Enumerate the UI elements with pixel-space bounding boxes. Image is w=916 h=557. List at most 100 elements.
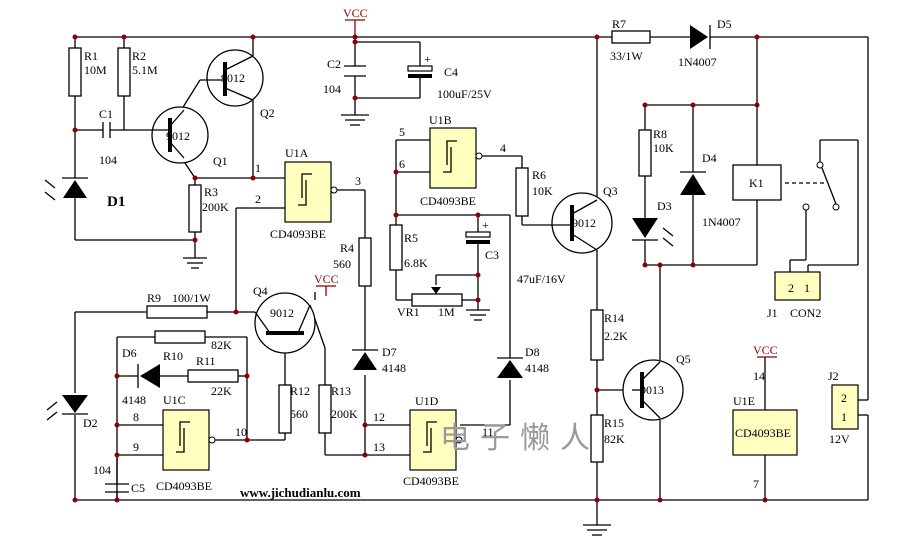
pin-9: 9	[133, 440, 139, 454]
r14-label: R14	[604, 311, 624, 325]
d1-photodiode	[44, 177, 88, 201]
u1c-gate	[162, 409, 216, 471]
q1-transistor	[150, 106, 209, 164]
d6-label: D6	[122, 346, 137, 360]
c3-capacitor: +	[465, 218, 491, 244]
d5-label: D5	[717, 17, 732, 31]
j2-value: 12V	[829, 432, 850, 446]
pin-5: 5	[399, 125, 405, 139]
d8-value: 4148	[525, 361, 549, 375]
r9-label: R9	[147, 291, 161, 305]
c3-value: 47uF/16V	[517, 272, 566, 286]
vr1-label: VR1	[397, 305, 420, 319]
svg-text:+: +	[482, 218, 489, 232]
j2-connector	[831, 384, 859, 430]
pin-6: 6	[399, 157, 405, 171]
r7-label: R7	[612, 17, 626, 31]
svg-text:+: +	[424, 52, 431, 66]
d6-diode	[137, 364, 160, 388]
q5-transistor	[622, 359, 684, 421]
r8-resistor	[638, 129, 652, 177]
q2-part: 9012	[221, 71, 245, 85]
r12-resistor	[278, 384, 292, 434]
r7-value: 33/1W	[610, 49, 643, 63]
r6-resistor	[515, 167, 529, 217]
u1a-label: U1A	[285, 146, 309, 160]
u1b-gate	[429, 127, 483, 189]
u1b-part: CD4093BE	[420, 194, 476, 208]
r3-label: R3	[204, 185, 218, 199]
pin-11: 11	[482, 425, 494, 439]
r5-resistor	[389, 224, 403, 271]
r2-value: 5.1M	[132, 63, 158, 77]
q4-transistor	[254, 292, 316, 354]
j1-pin1: 1	[804, 281, 810, 295]
q5-part: 9013	[640, 383, 664, 397]
u1e-label: U1E	[733, 394, 755, 408]
q3-part: 9012	[572, 216, 596, 230]
q3-transistor	[550, 192, 613, 254]
r3-value: 200K	[202, 200, 229, 214]
c4-label: C4	[444, 65, 458, 79]
d4-label: D4	[702, 151, 717, 165]
c5-value: 104	[93, 463, 111, 477]
r12-label: R12	[290, 384, 310, 398]
vcc-wires	[316, 19, 777, 358]
c5-capacitor	[105, 483, 129, 493]
r8-value: 10K	[653, 141, 674, 155]
d3-label: D3	[657, 199, 672, 213]
c4-capacitor: +	[407, 52, 433, 78]
q4-label: Q4	[253, 284, 268, 298]
website-text: www.jichudianlu.com	[240, 485, 361, 500]
r10-label: R10	[163, 349, 183, 363]
r13-value: 200K	[331, 407, 358, 421]
d4-value: 1N4007	[702, 215, 741, 229]
c2-capacitor	[344, 65, 366, 77]
d8-label: D8	[525, 345, 540, 359]
q1-part: 9012	[166, 129, 190, 143]
r12-value: 560	[290, 407, 308, 421]
u1a-gate	[284, 161, 338, 223]
d6-value: 4148	[122, 393, 146, 407]
r8-label: R8	[653, 127, 667, 141]
c1-label: C1	[99, 107, 113, 121]
vcc-label-top: VCC	[343, 6, 368, 20]
q3-label: Q3	[603, 184, 618, 198]
q2-label: Q2	[260, 106, 275, 120]
u1d-gate	[409, 409, 463, 471]
c2-label: C2	[327, 57, 341, 71]
r1-value: 10M	[84, 63, 107, 77]
j1-label: J1	[767, 306, 778, 320]
pin-8: 8	[133, 410, 139, 424]
d1-label: D1	[107, 194, 125, 210]
c3-label: C3	[485, 248, 499, 262]
c5-label: C5	[131, 481, 145, 495]
u1c-part: CD4093BE	[156, 479, 212, 493]
d2-label: D2	[83, 416, 98, 430]
u1a-part: CD4093BE	[270, 227, 326, 241]
r7-resistor	[611, 30, 651, 44]
c1-value: 104	[99, 153, 117, 167]
u1e-power-block	[732, 409, 798, 456]
r11-resistor	[187, 369, 239, 383]
d7-diode	[352, 349, 378, 370]
r9-value: 100/1W	[172, 291, 211, 305]
labels: VCC VCC VCC R1 10M R2 5.1M C1 104 D1 901…	[83, 6, 850, 500]
pin-13: 13	[373, 440, 385, 454]
r9-resistor	[146, 305, 208, 319]
j2-pin1: 1	[841, 410, 847, 424]
r1-resistor	[68, 47, 82, 97]
r4-resistor	[358, 237, 372, 287]
pin-1: 1	[255, 161, 261, 175]
pin-7: 7	[753, 477, 759, 491]
r10-resistor	[154, 330, 206, 344]
j1-pin2: 2	[788, 281, 794, 295]
r13-resistor	[318, 384, 332, 434]
q2-transistor	[200, 49, 264, 107]
r4-label: R4	[340, 241, 354, 255]
q1-label: Q1	[213, 154, 228, 168]
pin-3: 3	[355, 174, 361, 188]
r2-resistor	[117, 47, 131, 97]
r2-label: R2	[132, 49, 146, 63]
